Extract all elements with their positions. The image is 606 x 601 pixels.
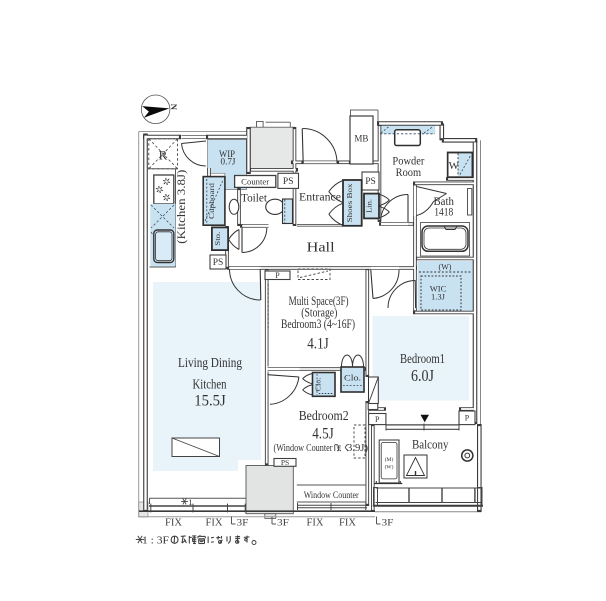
svg-text:Bedroom1: Bedroom1	[400, 351, 445, 366]
svg-text:Living Dining: Living Dining	[178, 355, 242, 370]
svg-text:Cupboard: Cupboard	[207, 183, 216, 219]
svg-text:Kitchen: Kitchen	[193, 377, 227, 392]
svg-text:Room: Room	[396, 167, 422, 179]
svg-text:MB: MB	[354, 134, 368, 144]
svg-text:Sto.: Sto.	[213, 232, 222, 246]
svg-text:3F: 3F	[277, 519, 289, 529]
svg-text:PS: PS	[281, 458, 289, 467]
svg-text:PS: PS	[213, 258, 224, 268]
svg-text:6.0J: 6.0J	[411, 366, 434, 385]
svg-text:Hall: Hall	[307, 239, 335, 254]
svg-text:(M): (M)	[385, 456, 394, 463]
svg-text:FIX: FIX	[165, 518, 183, 529]
svg-text:(Storage): (Storage)	[301, 306, 337, 320]
svg-text:FIX: FIX	[307, 518, 325, 529]
svg-text:Window Counter: Window Counter	[304, 491, 360, 501]
svg-text:Multi Space(3F): Multi Space(3F)	[289, 294, 349, 308]
svg-text:(Window Counter: (Window Counter	[274, 443, 334, 454]
svg-text:P: P	[465, 414, 470, 423]
svg-text:(W): (W)	[439, 263, 452, 272]
svg-text:Clo.: Clo.	[313, 377, 322, 391]
svg-text:WIC: WIC	[430, 284, 447, 294]
svg-text:W: W	[449, 160, 460, 172]
svg-text:3.9J): 3.9J)	[347, 443, 368, 454]
svg-text:Entrance: Entrance	[299, 190, 341, 204]
svg-text:3F: 3F	[237, 519, 249, 529]
svg-text:P: P	[275, 271, 280, 280]
svg-text:4.1J: 4.1J	[307, 336, 329, 353]
svg-text:Bedroom3 (4~16F): Bedroom3 (4~16F)	[281, 317, 355, 331]
svg-text:Shoes Box: Shoes Box	[345, 183, 354, 222]
svg-text:R: R	[159, 148, 168, 163]
svg-text:FIX: FIX	[206, 518, 224, 529]
svg-text:Counter: Counter	[241, 177, 269, 186]
svg-text:Balcony: Balcony	[412, 438, 449, 452]
svg-text:Bath: Bath	[433, 196, 454, 208]
svg-text:(W): (W)	[385, 464, 394, 471]
svg-text:1418: 1418	[434, 207, 453, 219]
svg-text:Bedroom2: Bedroom2	[299, 408, 349, 423]
svg-text:4.5J: 4.5J	[312, 426, 334, 443]
svg-text:Toilet: Toilet	[241, 190, 268, 204]
svg-text:N: N	[169, 104, 179, 111]
svg-text:PS: PS	[283, 177, 294, 187]
svg-text:1.3J: 1.3J	[431, 292, 446, 302]
svg-text:P: P	[375, 415, 380, 424]
svg-text:FIX: FIX	[339, 518, 357, 529]
svg-text:0.7J: 0.7J	[221, 158, 236, 168]
svg-text:WIP: WIP	[219, 150, 235, 160]
svg-text:3F: 3F	[382, 519, 394, 529]
svg-text:(Kitchen 3.8J): (Kitchen 3.8J)	[174, 170, 188, 244]
svg-text:15.5J: 15.5J	[194, 393, 226, 410]
svg-text:Lin.: Lin.	[365, 199, 374, 213]
svg-text:Clo.: Clo.	[344, 372, 361, 382]
svg-text:PS: PS	[365, 177, 376, 187]
svg-text:1: 1	[188, 497, 192, 507]
svg-text:Powder: Powder	[392, 156, 424, 168]
svg-text:1 : 3F: 1 : 3F	[142, 535, 169, 547]
